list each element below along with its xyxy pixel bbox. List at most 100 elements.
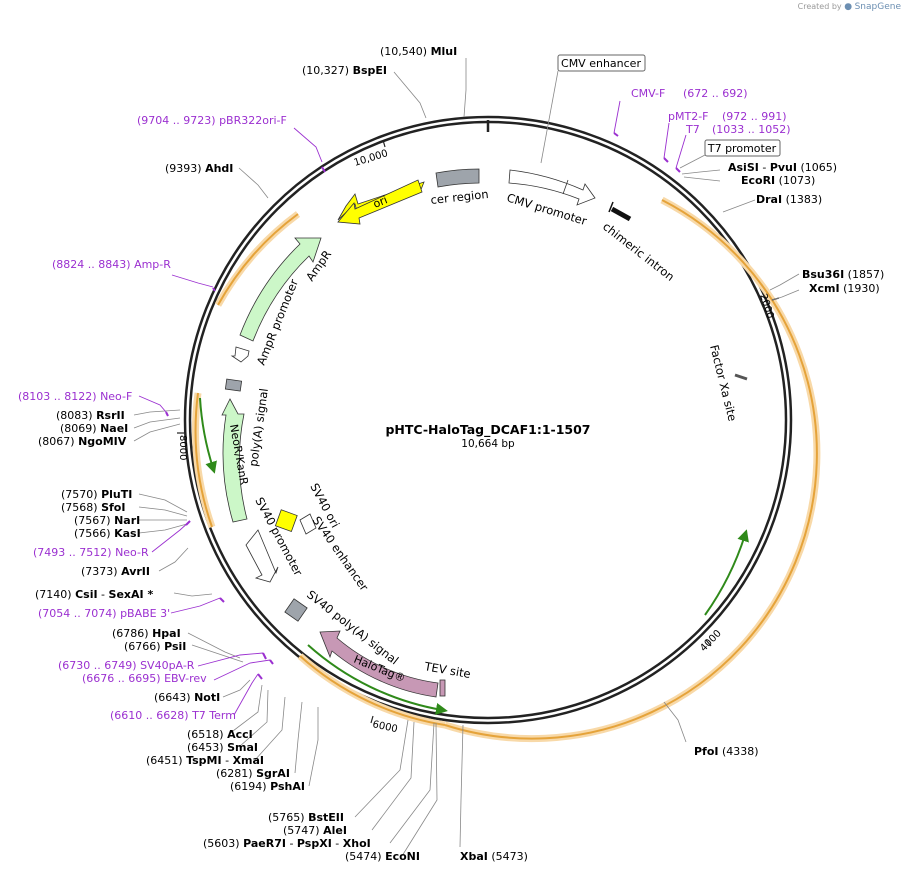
t7-promoter-box[interactable] xyxy=(704,139,781,157)
site-mlui[interactable]: (10,540) MluI xyxy=(380,45,457,58)
primer-pbabe-3[interactable]: (7054 .. 7074) pBABE 3' xyxy=(38,607,170,620)
site-xbai[interactable]: XbaI (5473) xyxy=(460,850,528,863)
polya-signal-feature[interactable] xyxy=(224,378,243,392)
chimeric-intron-feature[interactable] xyxy=(610,206,632,222)
site-bsu36i[interactable]: Bsu36I (1857) xyxy=(802,268,884,281)
t7-promoter-label: T7 promoter xyxy=(707,142,777,155)
site-avrii[interactable]: (7373) AvrII xyxy=(81,565,150,578)
orf-glow-right xyxy=(443,196,821,743)
site-ahdi[interactable]: (9393) AhdI xyxy=(165,162,233,175)
orf-left-top xyxy=(217,213,299,306)
cer-region-label: cer region xyxy=(430,187,489,207)
cmv-enhancer-leader xyxy=(540,70,559,164)
factor-xa-feature[interactable] xyxy=(734,373,748,381)
chimeric-intron-cap xyxy=(608,201,614,213)
green-orf-bottom xyxy=(307,644,448,715)
sv40-enhancer-label: SV40 enhancer xyxy=(310,514,372,594)
tick-label-6000: 6000 xyxy=(371,719,398,735)
watermark-brand: SnapGene xyxy=(854,2,901,12)
enzyme-labels: (10,540) MluI (10,327) BspEI (9393) AhdI… xyxy=(35,45,884,863)
sv40-ori-feature[interactable] xyxy=(274,509,298,533)
primer-markers xyxy=(165,132,681,680)
site-acci[interactable]: (6518) AccI xyxy=(187,728,253,741)
cmv-enhancer-box[interactable] xyxy=(557,54,646,72)
primer-cmv-f-range: (672 .. 692) xyxy=(683,87,748,100)
tev-site-feature[interactable] xyxy=(439,679,446,697)
chimeric-intron-label: chimeric intron xyxy=(600,219,677,283)
site-kasi[interactable]: (7566) KasI xyxy=(74,527,141,540)
leader-lines xyxy=(133,58,800,857)
site-csii-sexai[interactable]: (7140) CsiI - SexAI * xyxy=(35,588,153,601)
backbone-outer xyxy=(183,115,793,725)
site-econi[interactable]: (5474) EcoNI xyxy=(345,850,420,863)
primer-labels: (9704 .. 9723) pBR322ori-F (8824 .. 8843… xyxy=(18,87,791,722)
plasmid-size: 10,664 bp xyxy=(461,438,515,450)
site-paer7i-pspxi-xhoi[interactable]: (5603) PaeR7I - PspXI - XhoI xyxy=(203,837,371,850)
ampr-feature[interactable] xyxy=(239,237,322,342)
orf-left-mid xyxy=(194,392,213,528)
site-pluti[interactable]: (7570) PluTI xyxy=(61,488,132,501)
primer-pmt2-f-name[interactable]: pMT2-F xyxy=(668,110,709,123)
backbone-inner xyxy=(188,120,788,720)
site-ngomiv[interactable]: (8067) NgoMIV xyxy=(38,435,127,448)
neokanr-feature[interactable] xyxy=(221,398,248,523)
sv40-promoter-feature[interactable] xyxy=(245,529,279,583)
primer-leaders xyxy=(138,100,687,716)
cmv-enhancer-label: CMV enhancer xyxy=(561,57,641,70)
site-sfoi[interactable]: (7568) SfoI xyxy=(61,501,125,514)
site-naei[interactable]: (8069) NaeI xyxy=(60,422,128,435)
primer-sv40pa-r[interactable]: (6730 .. 6749) SV40pA-R xyxy=(58,659,195,672)
primer-t7-term[interactable]: (6610 .. 6628) T7 Term xyxy=(110,709,236,722)
polya-signal-label: poly(A) signal xyxy=(246,387,271,467)
primer-pmt2-f-range: (972 .. 991) xyxy=(722,110,787,123)
site-pshai[interactable]: (6194) PshAI xyxy=(230,780,305,793)
plasmid-name: pHTC-HaloTag_DCAF1:1-1507 xyxy=(385,422,590,438)
snapgene-logo-icon: ● xyxy=(844,2,853,12)
t7-promoter-leader xyxy=(679,154,706,169)
primer-ebv-rev[interactable]: (6676 .. 6695) EBV-rev xyxy=(82,672,207,685)
tick-label-8000: 8000 xyxy=(177,435,188,460)
orf-bottom xyxy=(299,655,446,726)
primer-neo-f[interactable]: (8103 .. 8122) Neo-F xyxy=(18,390,132,403)
factor-xa-label: Factor Xa site xyxy=(707,343,740,422)
primer-pbr322ori-f[interactable]: (9704 .. 9723) pBR322ori-F xyxy=(137,114,287,127)
site-alei[interactable]: (5747) AleI xyxy=(283,824,347,837)
snapgene-watermark: Created by ● SnapGene xyxy=(798,2,901,12)
ori-label: ori xyxy=(371,193,389,210)
site-drai[interactable]: DraI (1383) xyxy=(756,193,822,206)
site-asisi-pvui[interactable]: AsiSI - PvuI (1065) xyxy=(728,161,837,174)
tev-site-label: TEV site xyxy=(422,659,471,681)
primer-amp-r[interactable]: (8824 .. 8843) Amp-R xyxy=(52,258,171,271)
halotag-feature[interactable] xyxy=(319,630,439,698)
site-rsrii[interactable]: (8083) RsrII xyxy=(56,409,125,422)
cmv-promoter-feature[interactable] xyxy=(508,169,596,206)
primer-neo-r[interactable]: (7493 .. 7512) Neo-R xyxy=(33,546,149,559)
cer-region-feature[interactable] xyxy=(435,168,480,188)
sv40-enhancer-feature[interactable] xyxy=(299,513,317,535)
green-orf-left xyxy=(199,397,217,474)
orf-right xyxy=(444,199,818,740)
site-ecori[interactable]: EcoRI (1073) xyxy=(741,174,815,187)
site-noti[interactable]: (6643) NotI xyxy=(154,691,220,704)
ampr-promoter-feature[interactable] xyxy=(230,346,250,363)
primer-t7-range: (1033 .. 1052) xyxy=(712,123,791,136)
site-tspmi-xmai[interactable]: (6451) TspMI - XmaI xyxy=(146,754,264,767)
site-hpai[interactable]: (6786) HpaI xyxy=(112,627,181,640)
site-sgrai[interactable]: (6281) SgrAI xyxy=(216,767,290,780)
green-orf-right xyxy=(704,529,749,616)
watermark-created-by: Created by xyxy=(797,2,842,11)
site-bspei[interactable]: (10,327) BspEI xyxy=(302,64,387,77)
site-nari[interactable]: (7567) NarI xyxy=(74,514,140,527)
site-smai[interactable]: (6453) SmaI xyxy=(187,741,258,754)
site-psii[interactable]: (6766) PsiI xyxy=(124,640,186,653)
cmv-promoter-divider xyxy=(562,179,569,195)
sv40-polya-feature[interactable] xyxy=(284,598,308,622)
site-xcmi[interactable]: XcmI (1930) xyxy=(809,282,880,295)
site-pfoi[interactable]: PfoI (4338) xyxy=(694,745,759,758)
primer-t7-name[interactable]: T7 xyxy=(685,123,700,136)
ori-arrow[interactable] xyxy=(337,179,423,225)
site-bsteii[interactable]: (5765) BstEII xyxy=(268,811,344,824)
tick-label-4000: 4000 xyxy=(698,628,724,654)
primer-cmv-f-name[interactable]: CMV-F xyxy=(631,87,665,100)
